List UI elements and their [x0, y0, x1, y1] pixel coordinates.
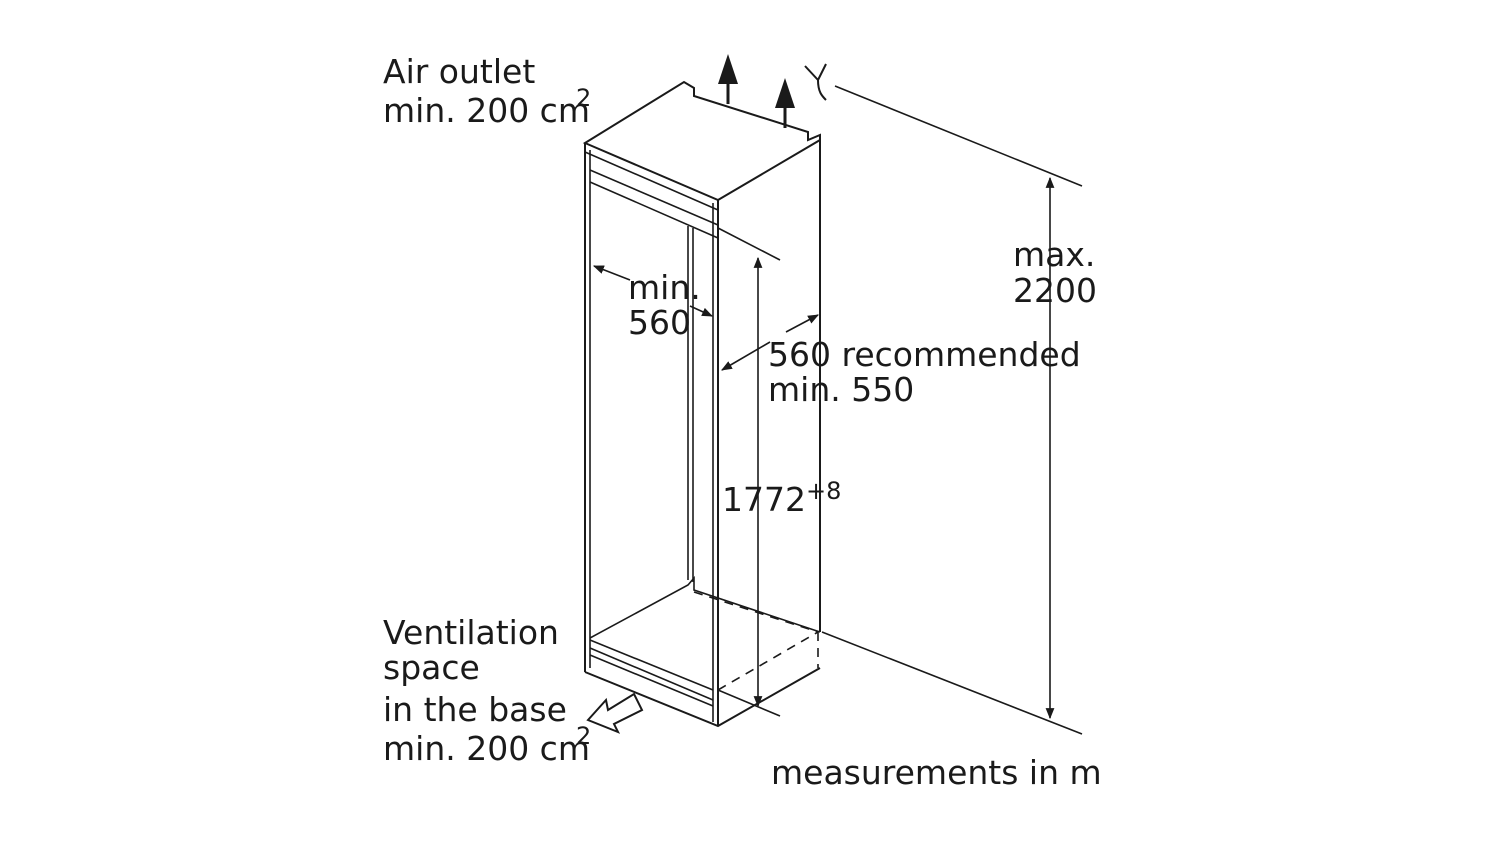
air-outlet-area: min. 200 cm — [383, 91, 590, 130]
max-height-value: 2200 — [1013, 271, 1097, 310]
air-outlet-label: Air outlet — [383, 52, 535, 91]
niche-cabinet — [582, 80, 821, 728]
depth-recommended-label: 560 recommended — [768, 335, 1081, 374]
width-min-value: 560 — [628, 303, 691, 342]
measurements-note: measurements in m — [771, 753, 1102, 792]
depth-min-label: min. 550 — [768, 370, 914, 409]
ceiling-height-icon — [804, 63, 827, 101]
dimension-width — [592, 265, 714, 317]
max-height-label: max. — [1013, 235, 1095, 274]
dimension-max-height — [821, 85, 1083, 735]
ventilation-label-line1: Ventilation — [383, 613, 559, 652]
air-outlet-area-superscript: 2 — [576, 84, 591, 112]
dimension-niche-height — [717, 227, 781, 717]
dimension-depth — [721, 314, 819, 371]
width-min-label: min. — [628, 268, 701, 307]
ventilation-label-line3: in the base — [383, 690, 567, 729]
outline-arrow-icon — [586, 692, 644, 734]
ventilation-area: min. 200 cm — [383, 729, 590, 768]
niche-height-value: 1772 — [722, 480, 806, 519]
ventilation-label-line2: space — [383, 648, 480, 687]
niche-height-tolerance: +8 — [806, 477, 841, 505]
ventilation-area-superscript: 2 — [576, 722, 591, 750]
arrow-up-icon — [718, 54, 795, 128]
